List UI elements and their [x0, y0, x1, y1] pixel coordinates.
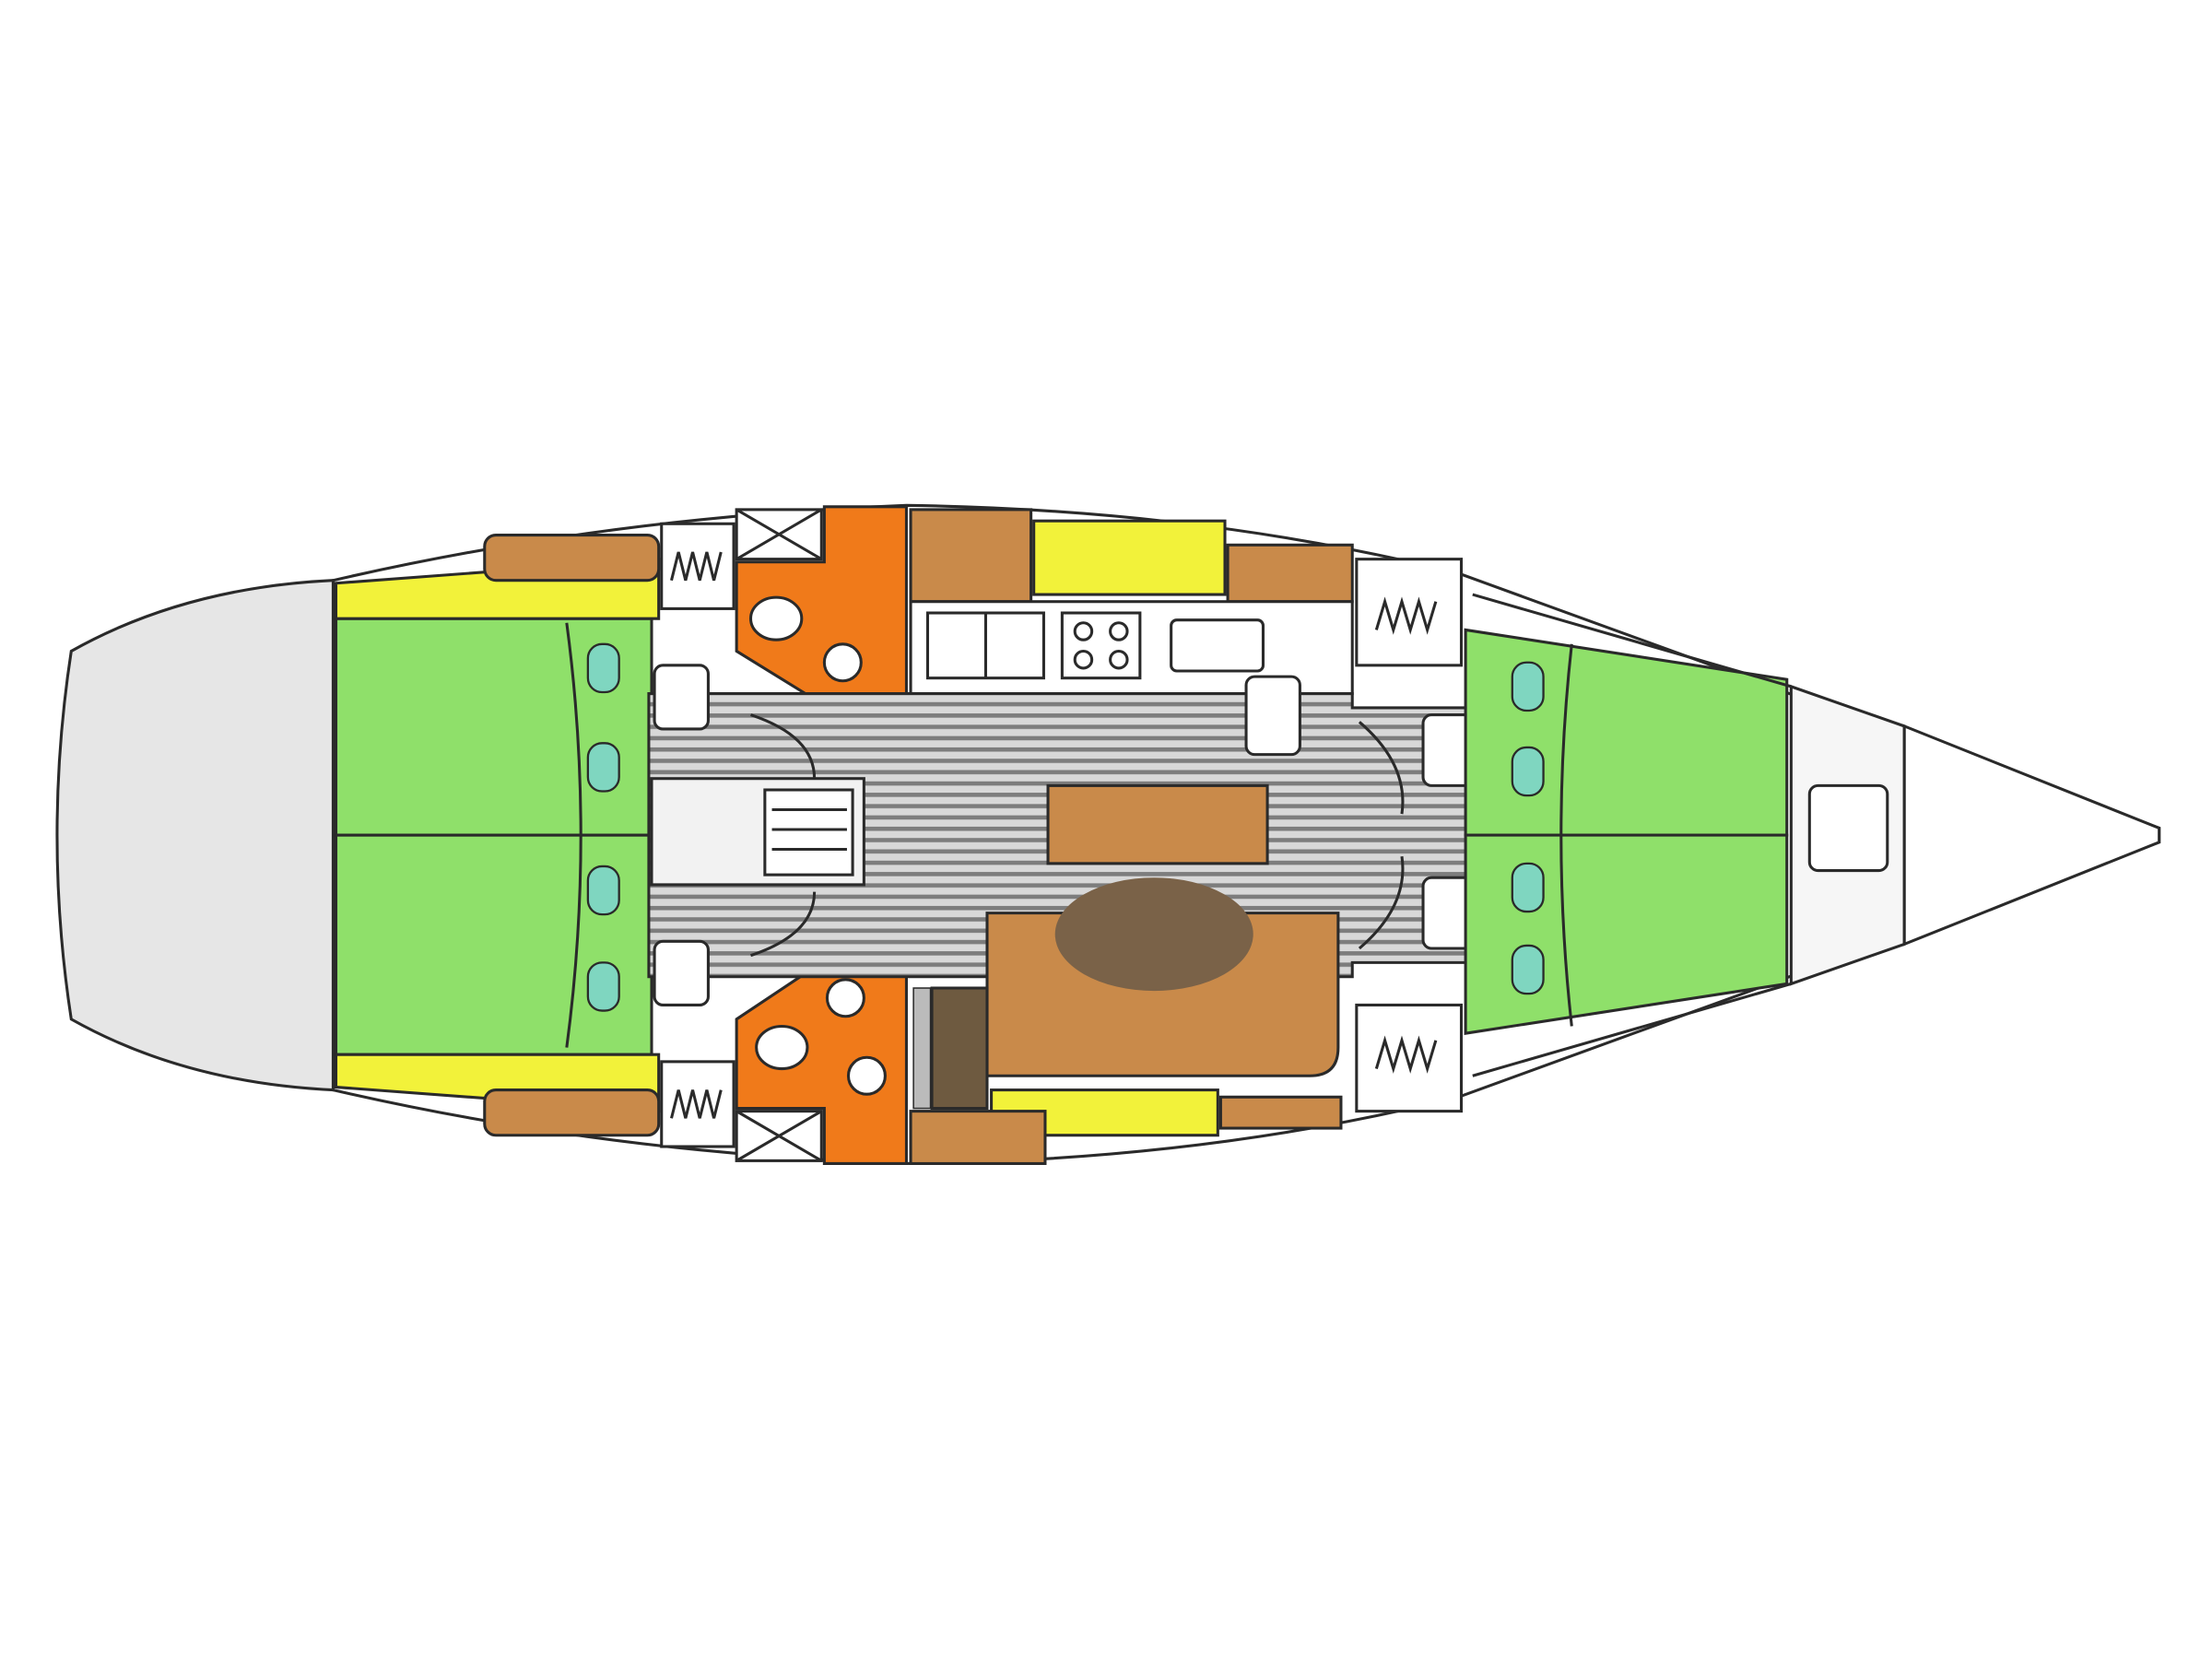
porthole-group-forward — [1511, 661, 1545, 995]
forward-cabin-starboard-berth — [1464, 833, 1789, 1035]
cushion-port-galley — [1032, 519, 1227, 596]
porthole-icon — [1511, 746, 1545, 797]
porthole-icon — [586, 961, 620, 1012]
door-swing-lines — [750, 713, 1405, 958]
sink-icon — [846, 1055, 887, 1096]
dinette-table — [1054, 877, 1253, 992]
companionway-steps — [763, 788, 854, 877]
zigzag-icon — [1374, 1035, 1438, 1074]
zigzag-icon — [670, 1089, 723, 1119]
porthole-icon — [586, 742, 620, 793]
sink-icon — [825, 978, 865, 1018]
zigzag-icon — [670, 551, 723, 582]
bench-starboard-aft — [483, 1088, 661, 1137]
seat-icon — [1244, 675, 1301, 757]
porthole-icon — [586, 642, 620, 694]
porthole-group-aft — [586, 642, 620, 1012]
seat-icon — [653, 664, 710, 731]
cabinet-port-2 — [1226, 543, 1354, 604]
zigzag-icon — [1374, 596, 1438, 635]
navigation-table — [930, 986, 989, 1111]
head-fixtures — [748, 595, 887, 1096]
cabinet-port-1 — [909, 508, 1033, 604]
bulkhead-curve — [565, 622, 582, 1048]
bench-port-aft — [483, 534, 661, 582]
galley-sink-icon — [1170, 618, 1265, 673]
bulkhead-curve — [1559, 643, 1573, 1027]
porthole-icon — [1511, 862, 1545, 913]
chart-locker — [912, 987, 932, 1110]
seat-icon — [653, 939, 710, 1006]
cross-icon — [735, 1110, 823, 1162]
hanger-zigzag-icons — [670, 551, 1438, 1119]
saloon-table — [1046, 783, 1269, 865]
stove-icon — [1060, 611, 1142, 680]
toilet-icon — [748, 595, 804, 641]
galley-fixtures — [925, 611, 1265, 680]
bow-area — [1902, 724, 2161, 947]
steps-icon — [763, 788, 854, 877]
head-port — [735, 505, 908, 705]
stern-area — [55, 579, 335, 1092]
porthole-icon — [1511, 944, 1545, 995]
porthole-icon — [586, 865, 620, 916]
saloon-seats — [653, 664, 1478, 1006]
crossed-storage — [735, 508, 823, 1162]
forward-cabin-port-berth — [1464, 628, 1789, 837]
locker-group — [660, 522, 1464, 1148]
sink-icon — [822, 642, 863, 683]
cross-icon — [735, 508, 823, 560]
hull-side-lines — [1472, 593, 1792, 1077]
anchor-hatch — [1807, 783, 1889, 873]
toilet-icon — [755, 1024, 809, 1071]
porthole-icon — [1511, 661, 1545, 712]
locker-fwd-port — [1355, 558, 1464, 667]
cabinet-starboard-1 — [909, 1110, 1047, 1165]
cabinet-starboard-2 — [1218, 1095, 1343, 1130]
locker-fwd-starboard — [1355, 1003, 1464, 1113]
